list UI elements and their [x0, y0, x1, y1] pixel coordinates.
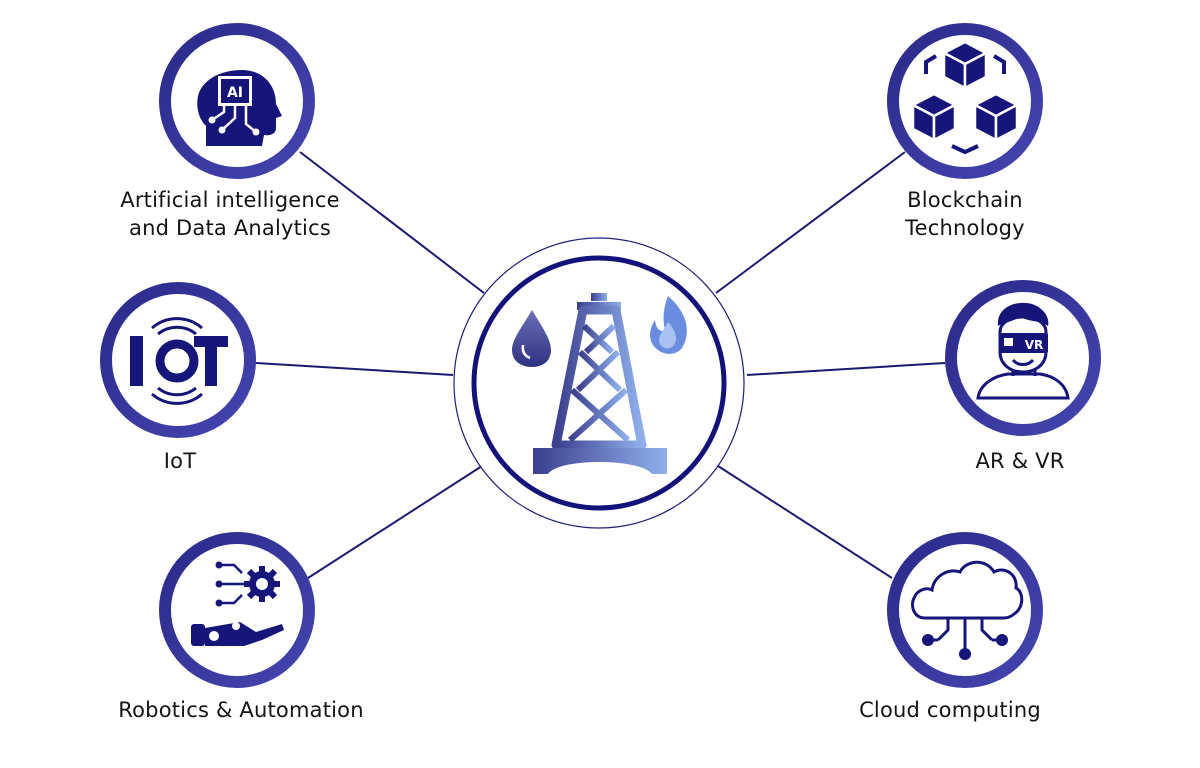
- label-blockchain-line1: Blockchain: [907, 188, 1023, 212]
- label-cloud-text: Cloud computing: [859, 698, 1041, 722]
- label-blockchain-line2: Technology: [905, 216, 1025, 240]
- connector-robotics: [307, 465, 483, 579]
- connector-blockchain: [715, 151, 906, 294]
- label-ai-line2: and Data Analytics: [129, 216, 331, 240]
- gas-flame-icon: [650, 296, 687, 354]
- connector-cloud: [717, 465, 893, 579]
- oil-drop-icon: [512, 310, 551, 367]
- node-blockchain: [887, 23, 1043, 179]
- connector-lines: [255, 151, 946, 579]
- center-hub: [453, 237, 745, 529]
- cloud-network-icon: [910, 560, 1024, 660]
- oil-rig-icon: [533, 293, 667, 474]
- label-robotics: Robotics & Automation: [90, 696, 392, 724]
- label-iot: IoT: [120, 447, 240, 475]
- node-cloud: [887, 532, 1043, 688]
- label-ai: Artificial intelligence and Data Analyti…: [90, 186, 370, 242]
- svg-text:AI: AI: [227, 85, 243, 101]
- ai-head-icon: AI: [197, 70, 282, 146]
- label-arvr-text: AR & VR: [975, 449, 1065, 473]
- node-iot: [100, 282, 256, 438]
- connector-iot: [255, 362, 454, 376]
- connector-ai: [299, 151, 485, 294]
- node-robotics: [159, 532, 315, 688]
- blockchain-cubes-icon: [911, 40, 1019, 142]
- connector-arvr: [746, 362, 946, 376]
- label-blockchain: Blockchain Technology: [855, 186, 1075, 242]
- vr-headset-person-icon: VR: [976, 302, 1070, 400]
- robotic-arm-icon: [191, 561, 284, 646]
- node-ai: AI: [159, 23, 315, 179]
- node-arvr: VR: [945, 280, 1101, 436]
- label-robotics-text: Robotics & Automation: [118, 698, 364, 722]
- label-arvr: AR & VR: [950, 447, 1090, 475]
- gear-icon: [244, 566, 280, 602]
- label-ai-line1: Artificial intelligence: [120, 188, 340, 212]
- svg-text:VR: VR: [1025, 338, 1044, 352]
- label-iot-text: IoT: [163, 449, 197, 473]
- label-cloud: Cloud computing: [830, 696, 1070, 724]
- iot-icon: [130, 317, 228, 405]
